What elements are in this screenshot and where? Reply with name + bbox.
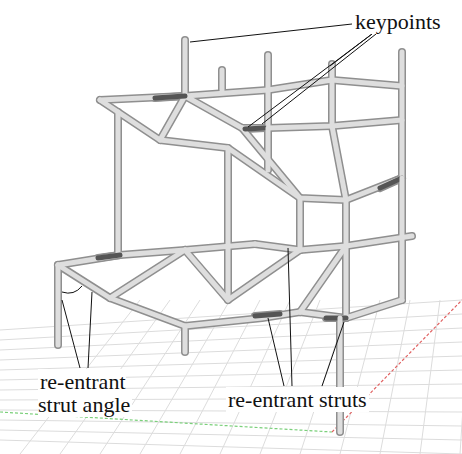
strut [58,244,255,265]
angle-arc [62,286,82,293]
strut [100,90,268,100]
strut [344,200,349,318]
grid-line [380,300,410,454]
strut-outline [98,255,120,258]
strut-outline [255,314,280,316]
strut [326,316,346,321]
grid-line [0,356,462,370]
leader-line [248,34,372,127]
strut-outline [296,198,304,250]
strut-outline [224,148,232,300]
leader-line [88,292,92,368]
strut-outline [268,80,402,90]
leader-line [190,24,352,42]
strut [330,64,335,126]
grid-line [0,342,462,360]
strut-outline [181,326,189,352]
strut [183,40,188,96]
grid-line [300,300,350,454]
strut-outline [185,96,402,128]
strut-outline [245,128,265,129]
strut-outline [155,96,185,98]
strut [155,96,185,98]
strut [255,244,300,250]
strut-outline [218,70,226,90]
grid-line [0,440,462,454]
strut [242,128,300,198]
strut [116,112,121,255]
strut [332,126,346,200]
strut [380,178,402,188]
strut [183,326,188,352]
strut [268,80,402,90]
strut [110,250,185,298]
strut-outline [160,96,185,140]
strut-outline [398,52,406,178]
strut [185,236,412,300]
strut [185,96,402,128]
grid-line [0,328,462,350]
strut-outline [328,64,336,126]
leader-lines [62,24,376,386]
strut-outline [332,126,346,200]
strut-outline [300,246,346,312]
strut [98,255,120,258]
leader-line [262,34,376,124]
strut-outline [58,244,255,265]
strut [298,198,303,250]
strut [245,128,265,129]
strut-outline [255,244,300,250]
leader-line [268,318,284,386]
leader-line [322,322,344,386]
strut [400,52,405,178]
callout-label: re-entrant strut angle [38,370,160,416]
strut-outline [100,100,402,200]
grid-line [0,420,462,426]
strut-outline [342,200,350,318]
strut [100,100,402,200]
grid-line [0,430,462,440]
label-text: re-entrant struts [226,387,369,412]
callout-label: re-entrant struts [226,388,369,411]
strut [266,128,271,170]
strut-outline [54,265,62,345]
strut [300,246,346,312]
grid-line [340,300,380,454]
strut [160,96,185,140]
label-text: re-entrant strut angle [38,369,132,417]
strut [56,265,61,345]
strut-outline [114,112,122,255]
grid-line [420,300,440,454]
strut [220,70,225,90]
leader-line [288,248,292,386]
callout-label: keypoints [353,10,443,33]
grid-line [460,300,462,454]
leader-line [62,300,80,368]
label-text: keypoints [353,9,443,34]
strut [255,314,280,316]
strut-outline [181,40,189,96]
strut [226,148,231,300]
